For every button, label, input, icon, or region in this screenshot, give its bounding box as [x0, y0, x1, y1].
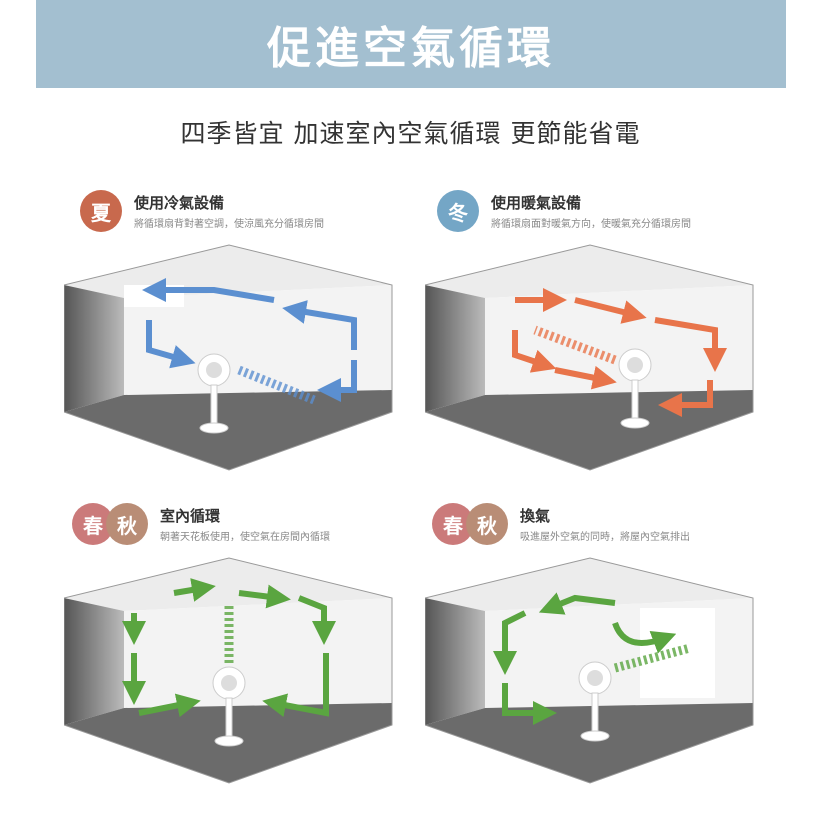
caption-summer: 夏 使用冷氣設備將循環扇背對著空調，使涼風充分循環房間 [80, 190, 324, 232]
circulation-fan-icon [578, 661, 612, 742]
season-badge-autumn: 秋 [466, 503, 508, 545]
airflow-arrow [658, 380, 713, 417]
left-wall [425, 598, 485, 725]
ceiling [425, 245, 753, 298]
caption-title: 換氣 [520, 507, 551, 525]
season-badge-spring: 春 [432, 503, 474, 545]
caption-desc: 吸進屋外空氣的同時，將屋內空氣排出 [520, 532, 690, 543]
caption-spring-autumn-ventilation: 春 秋 換氣吸進屋外空氣的同時，將屋內空氣排出 [432, 503, 690, 545]
season-badge-winter: 冬 [437, 190, 479, 232]
caption-winter: 冬 使用暖氣設備將循環扇面對暖氣方向，使暖氣充分循環房間 [437, 190, 691, 232]
airflow-arrow [138, 693, 201, 718]
airflow-arrow [554, 365, 617, 390]
season-badge-autumn: 秋 [106, 503, 148, 545]
airflow-arrow [282, 300, 357, 350]
airflow-arrow [612, 621, 677, 654]
caption-title: 使用暖氣設備 [491, 194, 582, 212]
room-svg [424, 244, 754, 471]
room-illustration-summer [63, 240, 394, 472]
floor [64, 390, 392, 470]
subtitle: 四季皆宜 加速室內空氣循環 更節能省電 [180, 119, 641, 148]
floor [425, 703, 753, 783]
left-wall [64, 598, 124, 725]
room-svg [63, 244, 393, 471]
caption-desc: 朝著天花板使用，使空氣在房間內循環 [160, 532, 330, 543]
airflow-arrow [146, 320, 196, 369]
left-wall [64, 285, 124, 412]
ceiling [64, 558, 392, 611]
window [640, 608, 715, 698]
room-illustration-winter [424, 240, 755, 472]
airflow-arrow [317, 360, 357, 402]
room-svg [63, 557, 393, 784]
airflow-wave [613, 643, 692, 673]
airflow-arrow [493, 610, 527, 675]
season-badge-summer: 夏 [80, 190, 122, 232]
ceiling [425, 558, 753, 611]
title-banner: 促進空氣循環 [36, 0, 786, 88]
airflow-arrow [173, 578, 216, 602]
circulation-fan-icon [212, 666, 246, 747]
airflow-arrow [512, 330, 557, 373]
caption-desc: 將循環扇面對暖氣方向，使暖氣充分循環房間 [491, 219, 691, 230]
airflow-arrow [574, 297, 647, 324]
airflow-arrow [297, 595, 336, 645]
caption-title: 室內循環 [160, 507, 221, 525]
airflow-arrow [502, 683, 557, 725]
caption-desc: 將循環扇背對著空調，使涼風充分循環房間 [134, 219, 324, 230]
caption-spring-autumn-circulation: 春 秋 室內循環朝著天花板使用，使空氣在房間內循環 [72, 503, 330, 545]
airflow-arrow [654, 317, 727, 372]
back-wall [124, 598, 392, 708]
airflow-arrow [238, 584, 291, 609]
airflow-arrow [142, 278, 275, 303]
airflow-arrow [262, 653, 329, 718]
room-illustration-ventilation [424, 553, 755, 785]
airflow-wave [533, 325, 617, 365]
room-illustration-circulation [63, 553, 394, 785]
airflow-wave [237, 365, 316, 405]
circulation-fan-icon [618, 348, 652, 429]
caption-title: 使用冷氣設備 [134, 194, 225, 212]
airflow-arrow [538, 592, 616, 615]
circulation-fan-icon [197, 353, 231, 434]
left-wall [425, 285, 485, 412]
room-svg [424, 557, 754, 784]
page-title: 促進空氣循環 [267, 23, 555, 74]
